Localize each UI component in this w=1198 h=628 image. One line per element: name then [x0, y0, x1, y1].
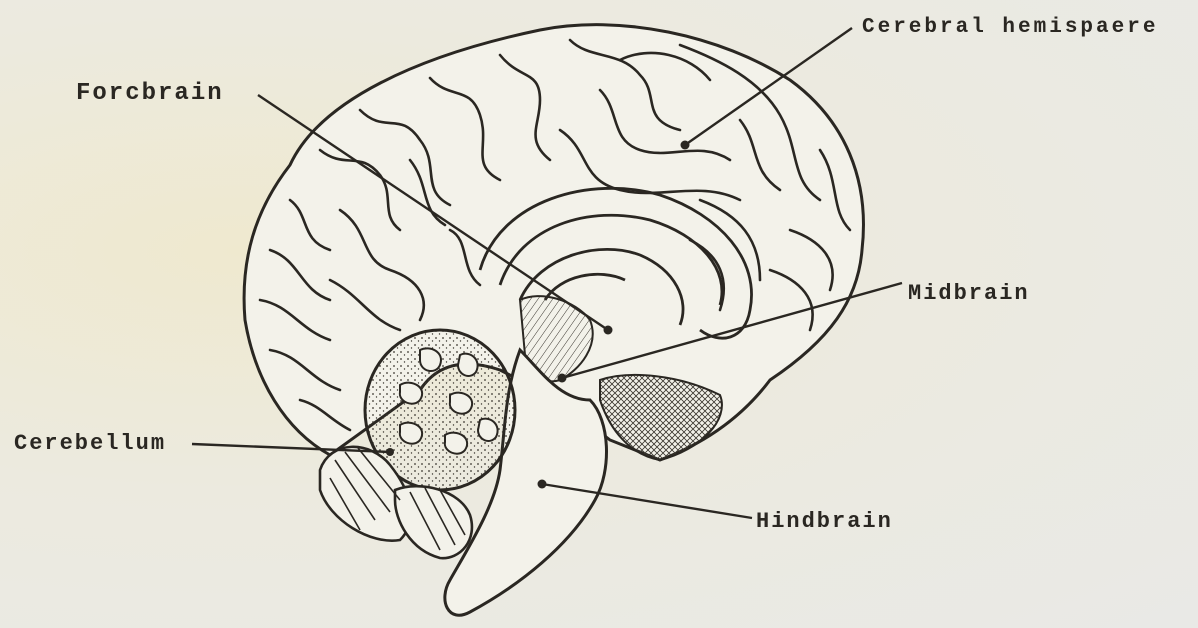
label-midbrain: Midbrain [908, 281, 1030, 306]
pons-region [600, 375, 722, 460]
label-cerebral-hemisphere: Cerebral hemispaere [862, 16, 1158, 39]
label-cerebellum: Cerebellum [14, 431, 166, 456]
label-hindbrain: Hindbrain [756, 509, 893, 534]
label-forebrain: Forcbrain [76, 80, 224, 107]
